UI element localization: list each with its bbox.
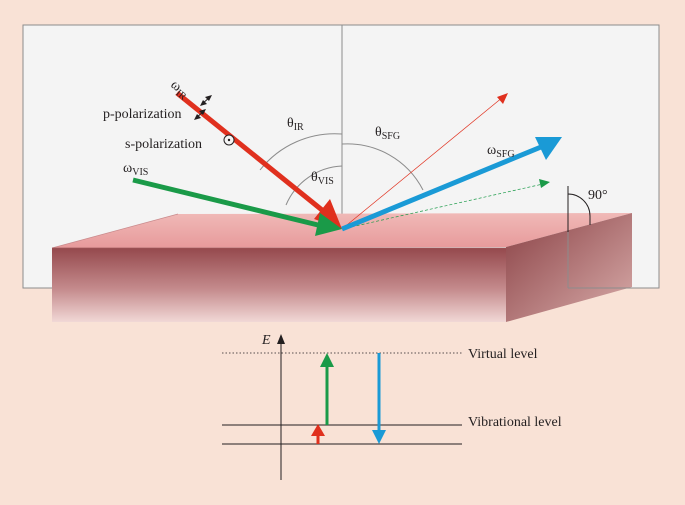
theta-vis-label: θVIS <box>311 170 334 187</box>
s-polarization-label: s-polarization <box>125 137 202 152</box>
theta-sfg-arc <box>341 143 424 191</box>
theta-ir-label: θIR <box>287 116 304 133</box>
vis-beam-arrowhead <box>315 213 342 236</box>
vibrational-level-label: Vibrational level <box>468 415 562 430</box>
theta-sfg-label: θSFG <box>375 125 400 142</box>
vis-transition-arrowhead <box>320 353 334 367</box>
sample-front-face <box>52 248 506 322</box>
theta-vis-arc <box>285 165 343 206</box>
theta-ir-arc <box>259 133 343 171</box>
sfg-beam-arrowhead <box>535 137 562 160</box>
sfg-beam <box>341 144 542 232</box>
reflected-ray-vis <box>341 183 544 230</box>
s-polarization-dot <box>227 138 231 142</box>
reflected-ray-ir-head <box>497 93 508 104</box>
omega-vis-label: ωVIS <box>123 161 148 178</box>
right-angle-arc <box>567 193 591 225</box>
p-polarization-arrowhead-lower-b <box>194 114 201 120</box>
energy-axis-label: E <box>261 333 271 348</box>
sample-top-face <box>52 213 632 248</box>
right-angle-label: 90° <box>588 188 608 203</box>
omega-sfg-label: ωSFG <box>487 143 515 160</box>
reflected-ray-ir <box>341 96 504 230</box>
vis-beam <box>132 177 319 228</box>
reflected-ray-vis-head <box>539 179 550 188</box>
p-polarization-arrowhead-up <box>205 95 212 101</box>
p-polarization-arrowhead-lower <box>199 109 206 115</box>
sample-side-face <box>506 213 632 322</box>
sample-top-edge <box>51 213 179 249</box>
virtual-level-label: Virtual level <box>468 347 538 362</box>
p-polarization-label: p-polarization <box>103 107 182 122</box>
p-polarization-arrowhead-down <box>200 100 207 106</box>
ir-transition-arrowhead <box>311 424 325 436</box>
sfg-transition-arrowhead <box>372 430 386 444</box>
energy-axis-arrowhead <box>277 334 285 344</box>
